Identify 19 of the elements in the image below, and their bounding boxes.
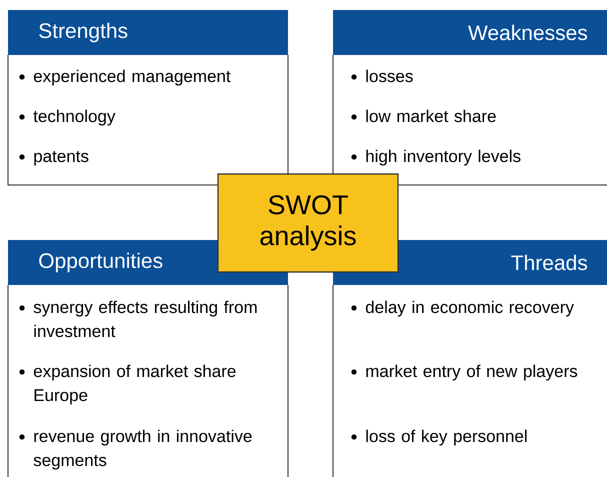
bullet-item: synergy effects resulting from investment — [19, 300, 257, 338]
bullet-item: expansion of market share Europe — [19, 364, 236, 405]
bullet-item: technology — [19, 110, 116, 126]
bullet-item: market entry of new players — [351, 364, 578, 381]
quadrant-panel — [332, 10, 607, 186]
bullet-item: experienced management — [19, 70, 231, 86]
bullet-item: delay in economic recovery — [351, 300, 574, 317]
bullet-item: low market share — [351, 110, 496, 122]
panel-heading: Weaknesses — [468, 24, 588, 40]
bullet-item: patents — [19, 151, 88, 166]
quadrant-panel — [8, 10, 288, 186]
panel-heading: Opportunities — [39, 252, 162, 272]
bullet-item: high inventory levels — [351, 150, 520, 166]
bullet-item: loss of key personnel — [351, 430, 527, 446]
center-box: SWOT analysis — [217, 173, 399, 273]
bullet-item: losses — [351, 70, 413, 82]
bullet-item: revenue growth in innovative segments — [19, 430, 252, 470]
panel-heading: Strengths — [39, 22, 128, 42]
panel-heading: Threads — [511, 254, 588, 270]
